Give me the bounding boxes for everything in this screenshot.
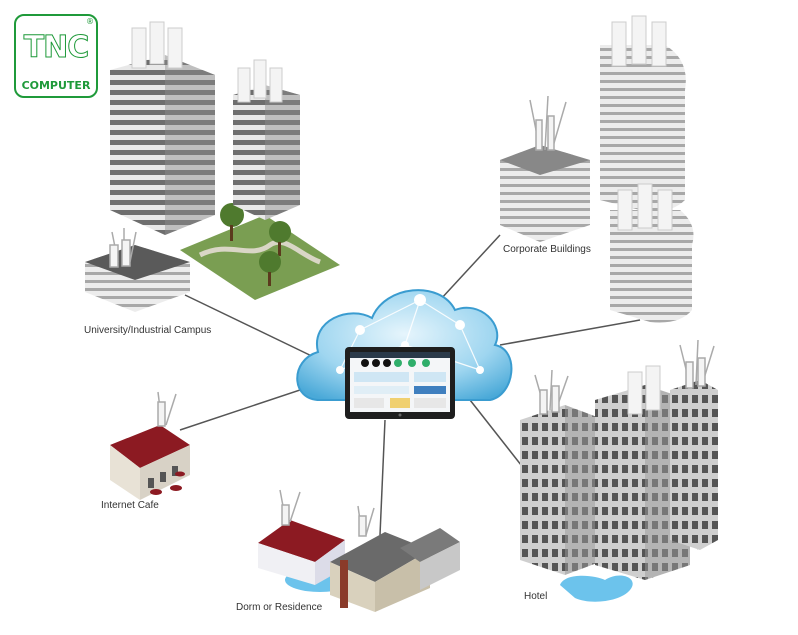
label-hotel: Hotel bbox=[524, 591, 547, 602]
label-campus: University/Industrial Campus bbox=[84, 325, 211, 336]
hotel-illustration bbox=[520, 340, 718, 602]
logo-subtext: COMPUTER bbox=[16, 79, 96, 92]
dorm-illustration bbox=[258, 490, 460, 612]
antenna-icon bbox=[530, 96, 566, 150]
cafe-illustration bbox=[110, 392, 190, 500]
registered-mark: ® bbox=[86, 17, 94, 26]
tnc-computer-logo: ® TNC COMPUTER bbox=[14, 14, 98, 98]
tablet-dashboard bbox=[345, 347, 455, 419]
link-dorm bbox=[380, 420, 385, 535]
campus-illustration bbox=[85, 22, 340, 312]
link-hotel bbox=[470, 400, 525, 470]
label-dorm: Dorm or Residence bbox=[236, 602, 322, 613]
label-corporate: Corporate Buildings bbox=[503, 244, 591, 255]
label-cafe: Internet Cafe bbox=[101, 500, 159, 511]
link-corporate bbox=[440, 235, 500, 300]
antenna-icon bbox=[158, 392, 176, 426]
link-corporate-tower bbox=[500, 320, 640, 345]
logo-text: TNC bbox=[16, 30, 96, 65]
corporate-illustration bbox=[500, 16, 694, 323]
